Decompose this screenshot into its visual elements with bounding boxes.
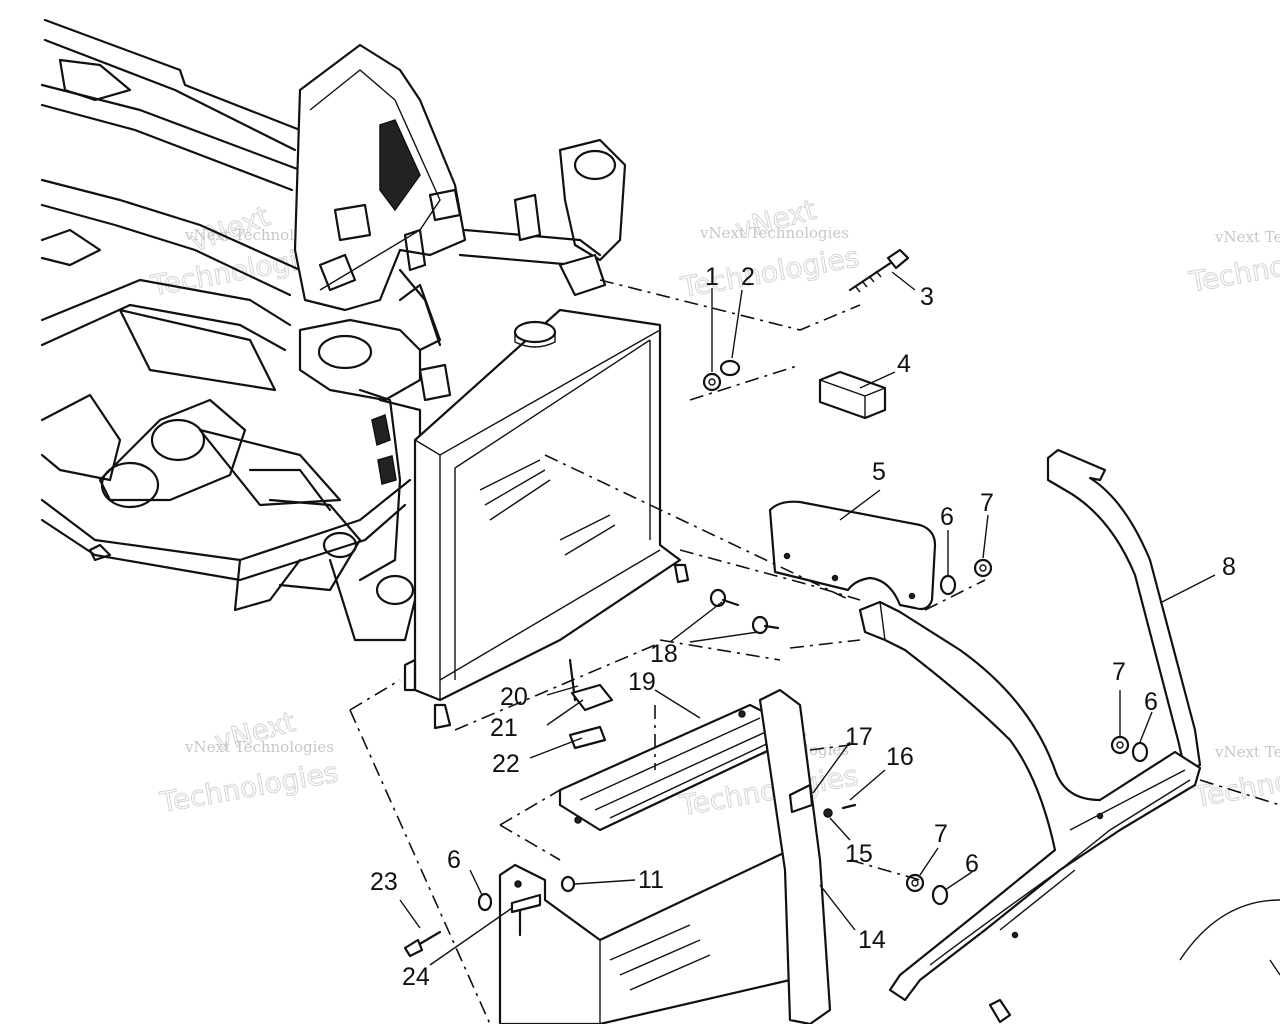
callout-23: 23 — [370, 868, 398, 896]
radiator — [403, 308, 690, 730]
callout-18: 18 — [650, 640, 678, 668]
watermark-text: vNext Technologies — [1214, 743, 1280, 761]
callout-6: 6 — [447, 846, 461, 874]
callout-14: 14 — [858, 926, 886, 954]
callout-22: 22 — [492, 750, 520, 778]
leader-lines — [399, 271, 1216, 966]
callout-labels: 1 2 3 4 5 6 7 8 18 20 19 21 22 17 16 15 … — [370, 263, 1236, 991]
hardware — [403, 248, 1280, 1024]
callout-6: 6 — [1144, 688, 1158, 716]
callout-8: 8 — [1222, 553, 1236, 581]
watermark-big: Technologies — [157, 755, 341, 819]
callout-19: 19 — [628, 668, 656, 696]
callout-3: 3 — [920, 283, 934, 311]
callout-16: 16 — [886, 743, 914, 771]
callout-6: 6 — [940, 503, 954, 531]
callout-21: 21 — [490, 714, 518, 742]
watermark-text: vNext Technologies — [1214, 228, 1280, 246]
callout-24: 24 — [402, 963, 430, 991]
callout-2: 2 — [741, 263, 755, 291]
callout-1: 1 — [705, 263, 719, 291]
callout-7: 7 — [980, 489, 994, 517]
callout-20: 20 — [500, 683, 528, 711]
callout-5: 5 — [872, 458, 886, 486]
callout-17: 17 — [845, 723, 873, 751]
watermark-text: vNext Technologies — [699, 224, 849, 242]
callout-11: 11 — [638, 866, 664, 894]
steering-support — [293, 43, 627, 582]
vehicle-frame — [40, 18, 417, 642]
callout-4: 4 — [897, 350, 911, 378]
callout-6: 6 — [965, 850, 979, 878]
assembly-lines — [349, 279, 986, 1024]
callout-7: 7 — [934, 820, 948, 848]
callout-15: 15 — [845, 840, 873, 868]
callout-7: 7 — [1112, 658, 1126, 686]
watermark-text: vNext Technologies — [184, 738, 334, 756]
